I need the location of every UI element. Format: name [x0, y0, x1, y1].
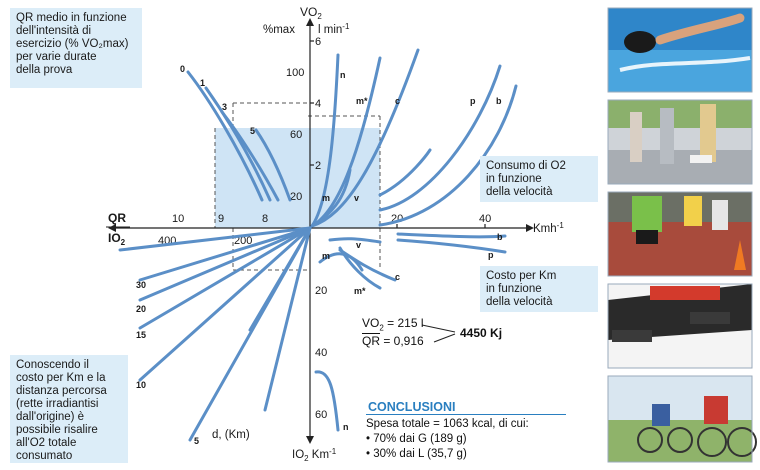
- svg-text:QR: QR: [108, 211, 126, 225]
- conclusions-line-3: • 30% dai L (35,7 g): [366, 448, 467, 460]
- label-vo2-b: b: [496, 96, 502, 106]
- vo2-curve-m: [310, 168, 352, 228]
- label-vo2-mstar: m*: [356, 96, 368, 106]
- distance-line-a: [118, 226, 312, 252]
- distance-line-30: [138, 226, 312, 282]
- curves: [118, 48, 518, 442]
- label-vo2-p: p: [470, 96, 476, 106]
- label-cost-m: m: [322, 251, 330, 261]
- label-cost-mstar: m*: [354, 286, 366, 296]
- vo2-curve-b: [378, 84, 518, 227]
- equation-bracket: [421, 324, 456, 343]
- distance-line-20: [138, 226, 312, 302]
- svg-text:IO2: IO2: [108, 231, 126, 247]
- label-duration-5: 5: [250, 126, 255, 136]
- distance-line-c: [263, 226, 312, 412]
- label-distance-5: 5: [194, 436, 199, 446]
- tick-lmin-4: 4: [315, 98, 321, 110]
- pct-max-label: %max: [263, 24, 295, 36]
- label-cost-n: n: [343, 422, 349, 432]
- photo-swimming: [608, 8, 752, 92]
- label-cost-v: v: [356, 240, 361, 250]
- kmh-axis-label: Kmh-1: [533, 221, 564, 235]
- cost-curve-p: [396, 238, 507, 254]
- photo-marathon: [608, 192, 752, 276]
- vo2-curve-p: [378, 64, 502, 212]
- tick-down-40: 40: [315, 347, 327, 359]
- tick-lmin-2: 2: [315, 160, 321, 172]
- label-vo2-n: n: [340, 70, 346, 80]
- duration-curve-1: [204, 86, 272, 202]
- qr-io2-axis-label: QR IO2: [106, 211, 130, 247]
- equation-vo2: VO2 = 215 l: [362, 316, 424, 333]
- distance-label: d, (Km): [212, 429, 250, 441]
- tick-io2-200: 200: [234, 235, 252, 247]
- tick-pct-20: 20: [290, 191, 302, 203]
- tick-qr-10: 10: [172, 213, 184, 225]
- tick-lmin-6: 6: [315, 36, 321, 48]
- duration-curve-3: [220, 110, 280, 202]
- note-consumo: Consumo di O2 in funzione della velocità: [480, 156, 598, 202]
- duration-curve-0: [186, 70, 264, 202]
- cost-curve-n: [314, 370, 340, 432]
- tick-pct-60: 60: [290, 129, 302, 141]
- label-distance-15: 15: [136, 330, 146, 340]
- equation-energy: 4450 Kj: [460, 326, 503, 340]
- cost-curve-c: [338, 248, 397, 282]
- l-min-label: l min-1: [318, 22, 350, 36]
- note-qr-intensity: QR medio in funzione dell'intensità di e…: [10, 8, 142, 88]
- vo2-curve-v: [378, 148, 432, 197]
- vo2-curve-n: [310, 53, 340, 228]
- tick-qr-9: 9: [218, 213, 224, 225]
- label-distance-30: 30: [136, 280, 146, 290]
- label-cost-b: b: [497, 232, 503, 242]
- equation-qr: QR = 0,916: [362, 334, 424, 348]
- photo-skating: [608, 284, 752, 368]
- tick-down-60: 60: [315, 409, 327, 421]
- tick-pct-100: 100: [286, 67, 304, 79]
- distance-line-b: [248, 226, 312, 332]
- label-vo2-m: m: [322, 193, 330, 203]
- cost-curve-b: [396, 232, 507, 239]
- label-cost-c: c: [395, 272, 400, 282]
- conclusions-title: CONCLUSIONI: [368, 400, 456, 414]
- photo-running: [608, 100, 752, 184]
- photo-cycling: [608, 376, 757, 462]
- label-cost-p: p: [488, 250, 494, 260]
- vo2-curve-c: [310, 48, 420, 228]
- tick-down-20: 20: [315, 285, 327, 297]
- distance-line-10: [138, 226, 312, 382]
- distance-line-15: [138, 226, 312, 330]
- label-duration-3: 3: [222, 102, 227, 112]
- axes: [108, 18, 534, 444]
- label-vo2-c: c: [395, 96, 400, 106]
- cost-curve-mstar: [338, 246, 382, 290]
- tick-qr-8: 8: [262, 213, 268, 225]
- label-duration-0: 0: [180, 64, 185, 74]
- vo2-axis-label: VO2: [300, 5, 322, 21]
- conclusions-line-1: Spesa totale = 1063 kcal, di cui:: [366, 418, 529, 430]
- label-duration-1: 1: [200, 78, 205, 88]
- cost-curve-v: [328, 237, 382, 244]
- tick-kmh-40: 40: [479, 213, 491, 225]
- note-costo: Costo per Km in funzione della velocità: [480, 266, 598, 312]
- label-vo2-v: v: [354, 193, 359, 203]
- note-distance: Conoscendo il costo per Km e la distanza…: [10, 355, 128, 463]
- label-distance-10: 10: [136, 380, 146, 390]
- label-distance-20: 20: [136, 304, 146, 314]
- conclusions-divider: [366, 414, 566, 415]
- io2-km-axis-label: IO2 Km-1: [292, 447, 337, 463]
- conclusions-line-2: • 70% dai G (189 g): [366, 433, 467, 445]
- duration-curve-5: [254, 128, 292, 202]
